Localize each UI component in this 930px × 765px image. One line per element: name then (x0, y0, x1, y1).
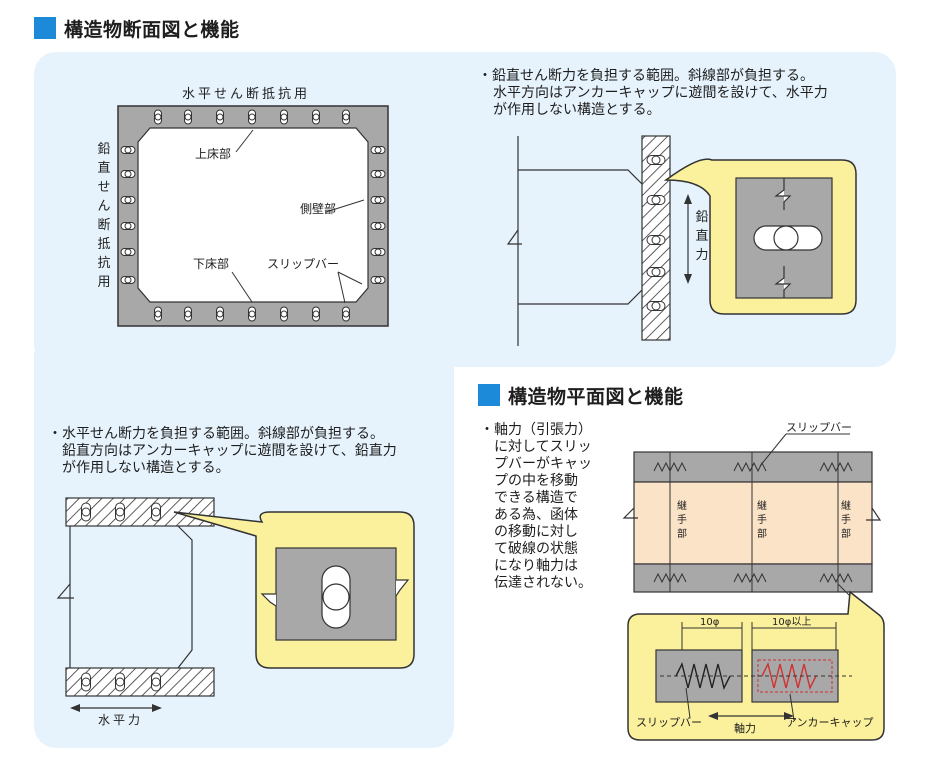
slip-bar-circle (216, 113, 224, 121)
slip-bar-circle (651, 235, 661, 245)
plan-desc-line: できる構造で (494, 490, 578, 506)
plan-desc-line: の移動に対し (494, 524, 578, 540)
horizontal-holes (81, 502, 161, 692)
slip-bar-circle (374, 170, 382, 178)
slip-bar-circle (651, 195, 661, 205)
slip-bar-circle (154, 113, 162, 121)
slip-bar-circle (124, 196, 132, 204)
slip-bar-circle (151, 507, 161, 517)
vertical-shear-label: 鉛 直 せ ん 断 抵 抗 用 (97, 142, 111, 290)
plan-desc-line: ある為、函体 (494, 507, 578, 523)
slip-bar-circle (312, 310, 320, 318)
slip-bar-circle (651, 267, 661, 277)
vertical-desc-line2: 水平方向はアンカーキャップに遊間を設けて、水平力 (493, 85, 828, 101)
slip-bar-circle (651, 155, 661, 165)
upper-floor-label: 上床部 (195, 147, 232, 161)
slip-bar-circle (124, 146, 132, 154)
slip-bar-label: スリップバー (267, 257, 340, 271)
lower-floor-label: 下床部 (193, 257, 230, 271)
vertical-holes (646, 155, 666, 311)
slip-bar-circle (374, 222, 382, 230)
spring-mark (733, 572, 767, 584)
plan-desc-line: に対してスリッ (494, 439, 592, 455)
slip-bar-circle (248, 113, 256, 121)
plan-desc-line: プの中を移動 (494, 473, 578, 489)
slip-bar-circle (124, 248, 132, 256)
slip-bar-circle (151, 677, 161, 687)
axial-force-label: 軸力 (734, 722, 756, 735)
slip-bar-circle (154, 310, 162, 318)
joint-label-1: 継 手 部 (677, 501, 687, 540)
slip-bar-circle (374, 248, 382, 256)
plan-desc-line: プバーがキャッ (494, 456, 592, 472)
slip-bar-circle (124, 170, 132, 178)
spring-mark (653, 461, 687, 473)
slip-bar-circle (248, 310, 256, 318)
slip-bar-circle (342, 113, 350, 121)
section-marker-icon (34, 17, 56, 39)
dim-left-label: 10φ (700, 617, 720, 628)
side-wall-label: 側壁部 (300, 202, 337, 216)
slip-bar-circle (374, 146, 382, 154)
horizontal-shear-label: 水平せん断抵抗用 (182, 87, 311, 102)
joint-label-3: 継 手 部 (841, 501, 851, 540)
horizontal-desc-line2: 鉛直方向はアンカーキャップに遊間を設けて、鉛直力 (62, 443, 397, 459)
dim-right-label: 10φ以上 (772, 617, 812, 628)
slip-bar-circle (184, 310, 192, 318)
plan-desc-line: ・軸力（引張力） (480, 422, 592, 438)
joint-lines (669, 452, 839, 592)
slip-bar-circle (124, 222, 132, 230)
slip-bar-holes (120, 109, 386, 322)
slip-bar-circle (115, 677, 125, 687)
slip-bar-circle (216, 310, 224, 318)
vertical-desc-line3: が作用しない構造とする。 (493, 102, 661, 118)
vertical-desc-line1: ・鉛直せん断力を負担する範囲。斜線部が負担する。 (478, 68, 814, 84)
anchor-cap-label: アンカーキャップ (786, 716, 874, 729)
horizontal-force-label: 水平力 (98, 713, 144, 727)
spring-mark (819, 572, 853, 584)
slip-bar-circle (374, 276, 382, 284)
section2-marker-icon (478, 384, 500, 406)
slip-bar-circle (124, 276, 132, 284)
slip-bar-circle (184, 113, 192, 121)
detail-slip-bar-label: スリップバー (636, 716, 702, 729)
slip-bar-circle (312, 113, 320, 121)
plan-desc-line: 伝達されない。 (494, 575, 592, 591)
plan-desc-line: て破線の状態 (494, 541, 578, 557)
horizontal-desc-line3: が作用しない構造とする。 (62, 460, 230, 476)
slip-bar-circle (115, 507, 125, 517)
horizontal-desc-line1: ・水平せん断力を負担する範囲。斜線部が負担する。 (48, 426, 384, 442)
slip-bar-circle (81, 677, 91, 687)
spring-mark (653, 572, 687, 584)
plan-desc-line: になり軸力は (494, 558, 578, 574)
slip-bar-circle (342, 310, 350, 318)
joint-label-2: 継 手 部 (757, 501, 767, 540)
section-title: 構造物断面図と機能 (64, 19, 240, 41)
slip-bar-circle (374, 196, 382, 204)
slip-bar-circle (280, 310, 288, 318)
plan-slip-bar-label: スリップバー (786, 421, 852, 434)
section2-title: 構造物平面図と機能 (508, 386, 684, 408)
slip-bar-circle (280, 113, 288, 121)
slip-bar-circle (651, 301, 661, 311)
slip-bar-circle (81, 507, 91, 517)
vertical-force-label: 鉛 直 力 (695, 210, 709, 263)
plan-description: ・軸力（引張力） に対してスリッ プバーがキャッ プの中を移動 できる構造で あ… (480, 422, 592, 592)
spring-mark (819, 461, 853, 473)
